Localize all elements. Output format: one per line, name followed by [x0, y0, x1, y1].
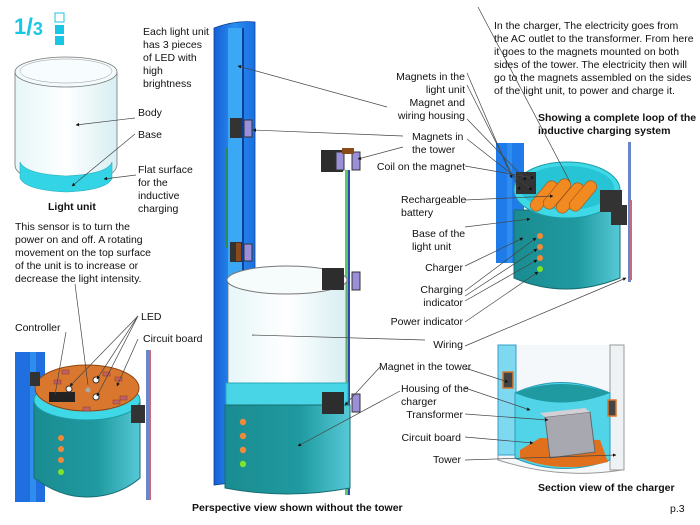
charging-loop-illustration	[496, 142, 632, 290]
label-circuit-board: Circuit board	[401, 432, 461, 444]
fraction-numerator: 1	[14, 14, 27, 39]
fraction-denominator: 3	[32, 19, 43, 39]
label-controller: Controller	[15, 322, 61, 334]
light-unit-illustration	[14, 56, 118, 193]
label-transformer: Transformer	[406, 409, 463, 421]
label-magnets-light-unit: Magnets in the light unit	[396, 71, 465, 96]
label-magnets-tower: Magnets in the tower	[412, 131, 464, 156]
tower-magnet-lower	[230, 242, 253, 262]
tower-magnet-base	[322, 392, 361, 414]
label-circuit-board-left: Circuit board	[143, 333, 203, 345]
section-view-caption: Section view of the charger	[538, 482, 675, 494]
perspective-caption: Perspective view shown without the tower	[192, 502, 403, 514]
label-flat-surface: Flat surface for the inductive charging	[138, 164, 193, 215]
leader-lines	[54, 6, 627, 461]
label-magnet-wiring-housing: Magnet and wiring housing	[397, 97, 465, 122]
label-charging-indicator: Charging indicator	[420, 284, 463, 309]
label-power-indicator: Power indicator	[390, 316, 463, 328]
label-coil: Coil on the magnet	[376, 161, 465, 173]
charging-loop-note: In the charger, The electricity goes fro…	[494, 20, 694, 97]
indicator-leds	[58, 435, 64, 475]
page-number: p.3	[670, 503, 685, 515]
light-unit-caption: Light unit	[48, 201, 96, 213]
sensor-note: This sensor is to turn the power on and …	[15, 221, 151, 285]
circuit-board-illustration	[15, 350, 151, 502]
label-housing-charger: Housing of the charger	[401, 383, 469, 408]
led-note: Each light unit has 3 pieces of LED with…	[143, 26, 209, 90]
label-charger: Charger	[425, 262, 463, 274]
level-indicator-icon	[54, 12, 65, 45]
fraction-indicator: 1/3	[14, 14, 43, 41]
tower-magnet-mid	[322, 268, 361, 291]
label-body: Body	[138, 107, 162, 119]
label-base: Base	[138, 129, 162, 141]
tower-illustration	[213, 21, 361, 495]
label-led: LED	[141, 311, 162, 323]
charging-loop-caption: Showing a complete loop of the inductive…	[538, 112, 697, 137]
label-battery: Rechargeable battery	[401, 194, 467, 219]
label-base-light-unit: Base of the light unit	[412, 228, 466, 253]
label-tower: Tower	[432, 454, 461, 466]
label-magnet-in-tower: Magnet in the tower	[379, 361, 472, 373]
floating-coil	[321, 148, 361, 172]
section-view-illustration	[497, 344, 625, 474]
tower-magnet-upper	[230, 118, 253, 138]
label-wiring: Wiring	[433, 339, 463, 351]
